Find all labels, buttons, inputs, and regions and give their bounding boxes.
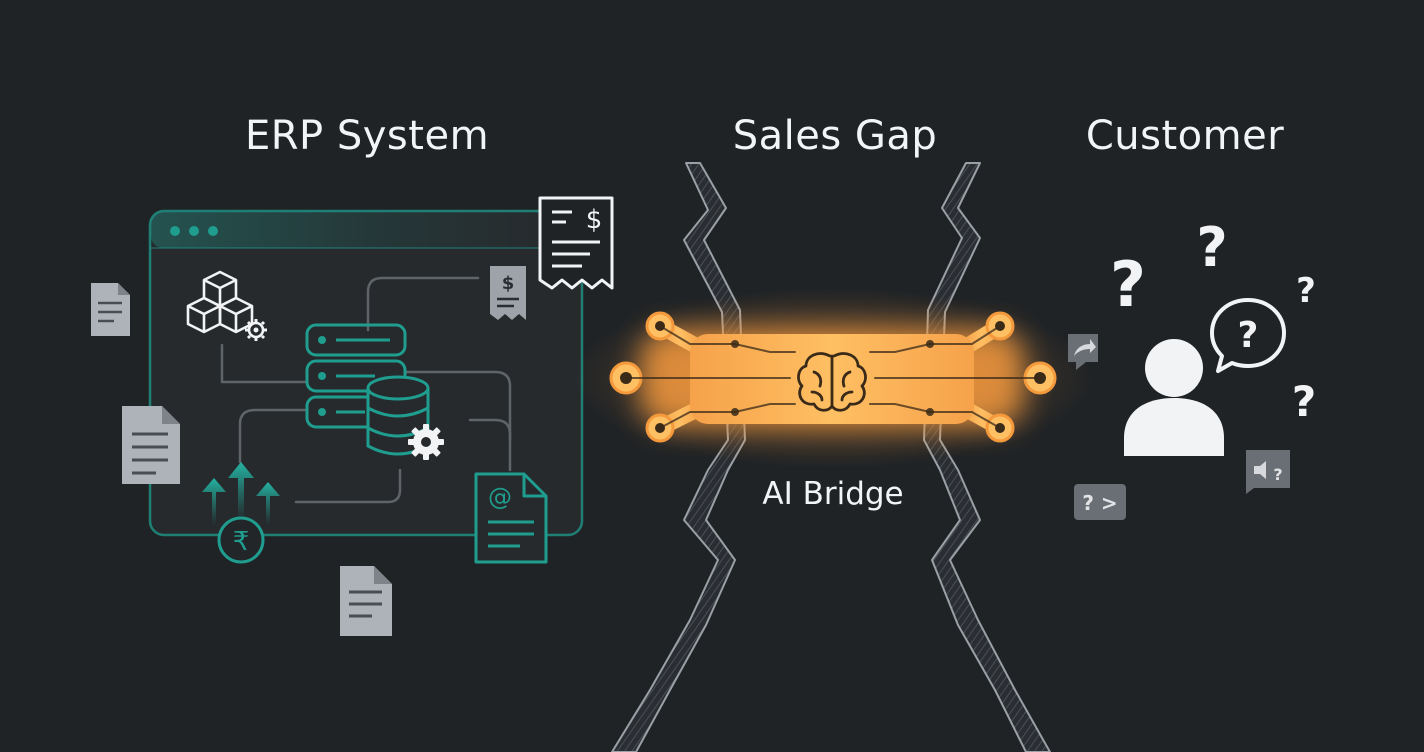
erp-system-title: ERP System <box>244 113 490 159</box>
question-icon: ? <box>1196 216 1227 279</box>
document-icon <box>91 283 130 336</box>
document-icon <box>340 566 392 636</box>
question-icon: ? <box>1296 271 1316 311</box>
question-icon: ? <box>1110 248 1146 321</box>
svg-text:$: $ <box>502 273 515 294</box>
svg-text:?: ? <box>1273 465 1282 484</box>
invoice-dollar-icon: $ <box>490 266 526 320</box>
svg-text:?: ? <box>1238 315 1259 356</box>
rupee-growth-icon: ₹ <box>202 462 280 564</box>
sales-gap-title: Sales Gap <box>732 113 938 159</box>
svg-text:? >: ? > <box>1082 491 1117 515</box>
browser-window-icon <box>148 209 584 537</box>
brain-icon <box>797 352 867 412</box>
document-icon <box>122 406 180 484</box>
svg-text:₹: ₹ <box>233 527 250 557</box>
share-icon <box>1068 334 1098 370</box>
question-icon: ? <box>1292 377 1316 426</box>
chat-question-icon: ? > <box>1074 484 1126 520</box>
email-document-icon: @ <box>474 472 548 564</box>
customer-title: Customer <box>1085 113 1285 159</box>
database-gear-icon <box>366 375 444 460</box>
ai-bridge-label: AI Bridge <box>762 476 904 512</box>
speaker-question-icon: ? <box>1246 450 1290 494</box>
svg-text:$: $ <box>586 205 603 235</box>
svg-text:@: @ <box>488 483 512 511</box>
question-marks: ? ? ? ? <box>1110 216 1316 426</box>
cubes-gear-icon <box>186 270 267 341</box>
question-bubble-icon: ? <box>1210 298 1286 373</box>
receipt-dollar-icon: $ <box>538 196 614 290</box>
erp-connector-lines <box>220 276 512 504</box>
user-icon <box>1124 339 1224 456</box>
